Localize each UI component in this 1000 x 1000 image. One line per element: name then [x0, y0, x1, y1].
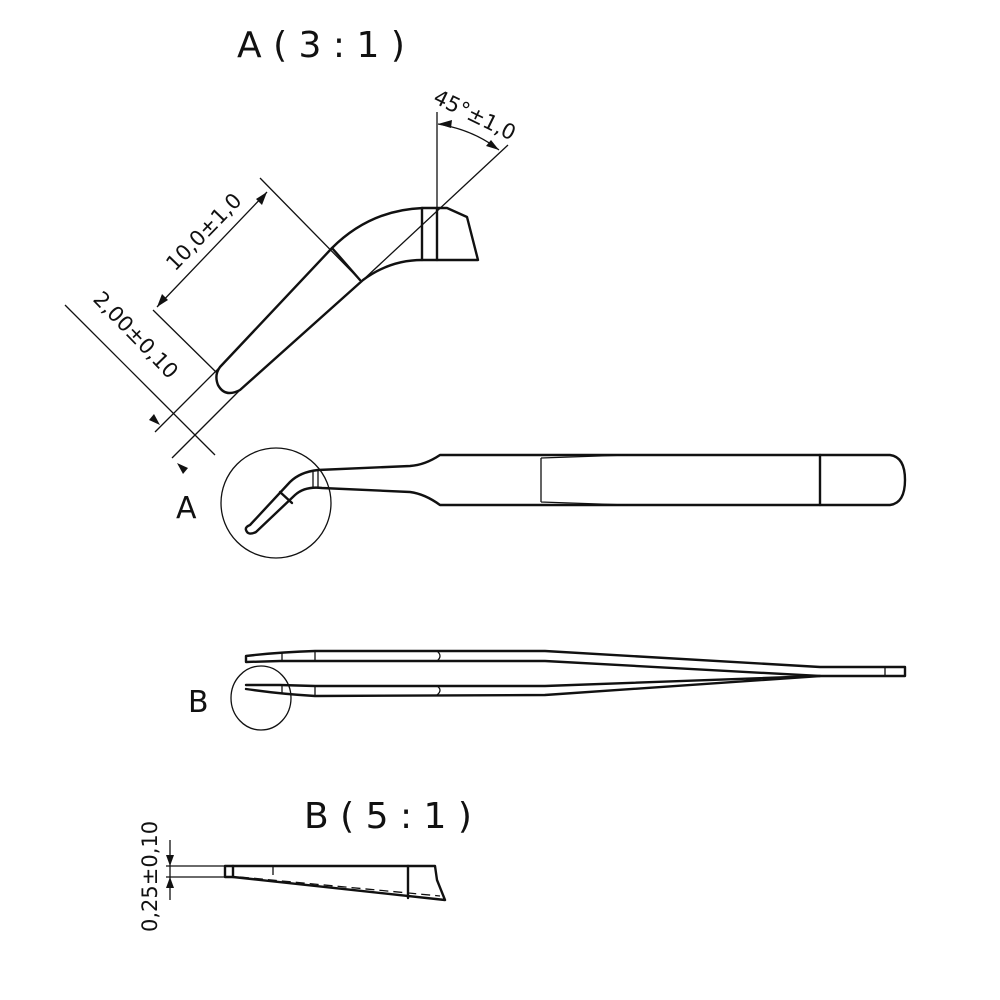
- detail-a-title: A ( 3 : 1 ): [237, 25, 405, 66]
- angle-dim-text: 45°±1,0: [430, 85, 520, 145]
- detail-a-tip: [215, 206, 480, 395]
- tweezers-side-view: [244, 649, 907, 698]
- tweezers-top-view: [244, 453, 907, 535]
- view-label-b: B: [188, 685, 209, 720]
- width-dim-text: 2,00±0,10: [88, 287, 182, 384]
- length-dimension: 10,0±1,0: [152, 177, 361, 374]
- detail-b-circle: [230, 665, 292, 731]
- detail-b-title: B ( 5 : 1 ): [304, 796, 472, 837]
- thickness-dim-text: 0,25±0,10: [138, 821, 162, 932]
- detail-b-tip: [223, 864, 447, 902]
- detail-a-circle: [220, 447, 332, 559]
- width-dimension: 2,00±0,10: [64, 287, 241, 474]
- angle-dimension: 45°±1,0: [362, 85, 520, 281]
- length-dim-text: 10,0±1,0: [161, 188, 246, 275]
- thickness-dimension: 0,25±0,10: [138, 821, 225, 932]
- view-label-a: A: [176, 491, 197, 526]
